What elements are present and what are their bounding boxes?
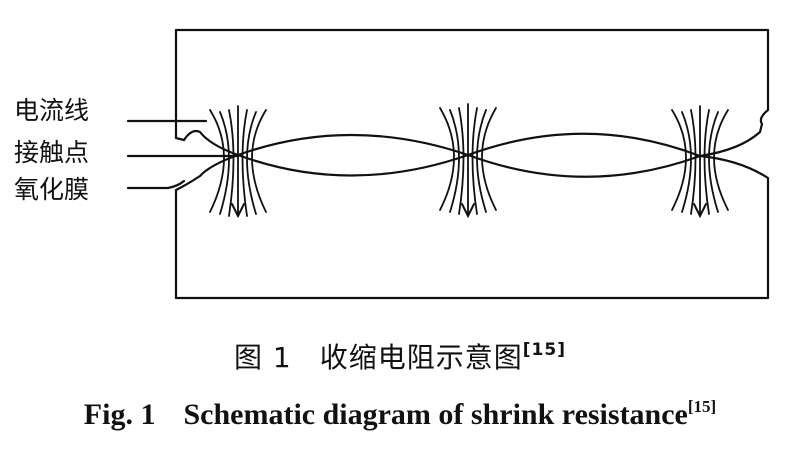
caption-cn-reference: [15] bbox=[522, 340, 566, 360]
caption-cn-title: 收缩电阻示意图 bbox=[319, 341, 523, 374]
label-oxide-film: 氧化膜 bbox=[14, 175, 90, 204]
contact-point-1 bbox=[209, 105, 267, 219]
label-contact-point: 接触点 bbox=[14, 138, 90, 167]
caption-cn-figure-number: 图 1 bbox=[234, 341, 292, 374]
contact-point-2 bbox=[439, 103, 497, 219]
label-current-lines: 电流线 bbox=[14, 96, 90, 125]
caption-en-title: Schematic diagram of shrink resistance bbox=[183, 398, 688, 431]
shrink-resistance-diagram bbox=[126, 28, 770, 300]
caption-english: Fig. 1 Schematic diagram of shrink resist… bbox=[0, 396, 800, 434]
leader-line-oxide bbox=[126, 179, 186, 190]
caption-en-reference: [15] bbox=[687, 397, 717, 416]
caption-chinese: 图 1 收缩电阻示意图[15] bbox=[0, 340, 800, 376]
caption-en-figure-number: Fig. 1 bbox=[83, 398, 156, 431]
upper-conductor-outline bbox=[174, 28, 770, 158]
contact-point-3 bbox=[671, 105, 729, 219]
lower-conductor-outline bbox=[174, 153, 770, 300]
